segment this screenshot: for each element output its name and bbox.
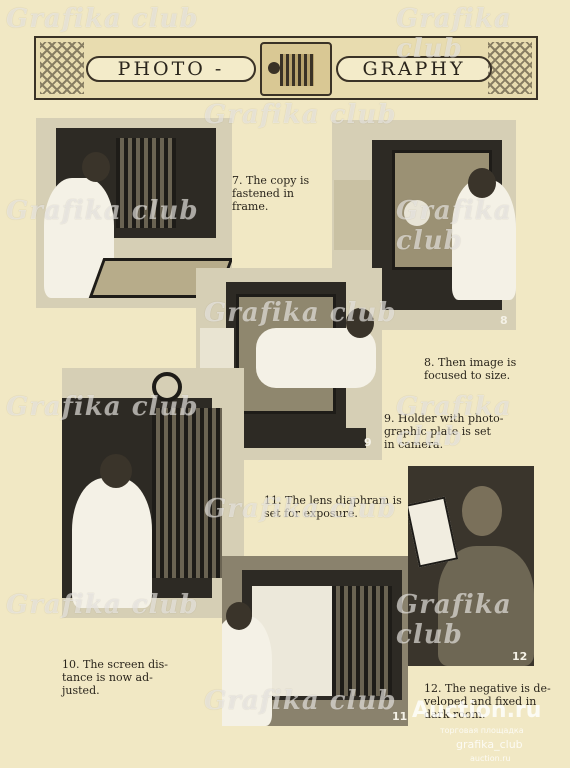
photography-banner: PHOTO - GRAPHY	[34, 36, 538, 100]
ornament-right	[488, 42, 532, 94]
banner-right-word: GRAPHY	[336, 56, 492, 82]
ornament-left	[40, 42, 84, 94]
photo-7: 7	[36, 118, 232, 308]
auction-sub3: auction.ru	[470, 754, 511, 763]
photo-9-number: 9	[364, 436, 372, 449]
photo-12: 12	[408, 466, 534, 666]
camera-emblem-icon	[260, 42, 332, 96]
photo-8: 8	[332, 120, 516, 330]
banner-left-word: PHOTO -	[86, 56, 256, 82]
caption-12: 12. The negative is de- veloped and fixe…	[424, 682, 551, 721]
auction-sub1: торговая площадка	[440, 726, 524, 735]
caption-7: 7. The copy is fastened in frame.	[232, 174, 310, 213]
watermark: Grafika club	[6, 4, 199, 34]
caption-11: 11. The lens diaphram is set for exposur…	[264, 494, 402, 520]
photo-11: 11	[222, 556, 408, 726]
photo-12-number: 12	[512, 650, 528, 663]
photo-11-number: 11	[392, 710, 408, 723]
photo-10-number: 10	[126, 598, 142, 611]
auction-sub2: grafika_club	[456, 738, 523, 751]
caption-8: 8. Then image is focused to size.	[424, 356, 517, 382]
photo-8-number: 8	[500, 314, 508, 327]
caption-10: 10. The screen dis- tance is now ad- jus…	[62, 658, 169, 697]
caption-9: 9. Holder with photo- graphic plate is s…	[384, 412, 504, 451]
photo-10: 10	[62, 368, 244, 618]
